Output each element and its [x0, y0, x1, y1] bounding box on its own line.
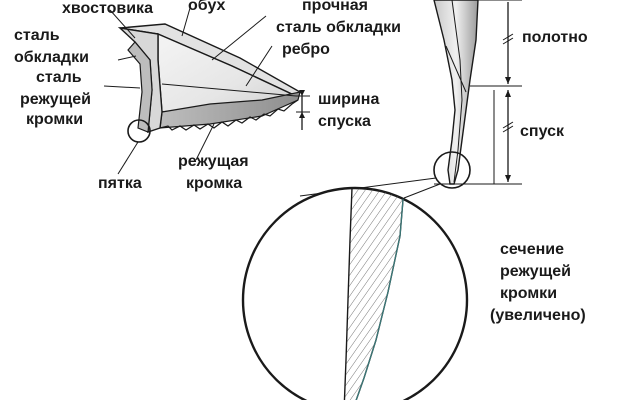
label-bevel: спуск: [520, 123, 565, 140]
label-heel: пятка: [98, 175, 142, 192]
label-spine: обух: [188, 0, 226, 14]
label-section-2: режущей: [500, 263, 571, 280]
magnified-section: [241, 186, 469, 400]
label-strong-2: сталь обкладки: [276, 19, 401, 36]
label-cutting-edge-1: режущая: [178, 153, 249, 170]
label-section-4: (увеличено): [490, 307, 586, 324]
label-section-1: сечение: [500, 241, 564, 258]
label-strong-1: прочная: [302, 0, 368, 14]
label-edge-steel-1: сталь: [36, 69, 82, 86]
label-clad-steel-1: сталь: [14, 27, 60, 44]
label-tang-steel: хвостовика: [62, 0, 153, 17]
label-bevel-width-2: спуска: [318, 113, 371, 130]
leader-lines-left: [103, 7, 273, 175]
label-rib: ребро: [282, 41, 330, 58]
label-cutting-edge-2: кромка: [186, 175, 242, 192]
blade-perspective: [117, 23, 310, 143]
label-edge-steel-2: режущей: [20, 91, 91, 108]
label-bevel-width-1: ширина: [318, 91, 379, 108]
label-edge-steel-3: кромки: [26, 111, 83, 128]
blade-cutting-edge: [159, 99, 299, 131]
edge-tip-circle: [433, 151, 471, 189]
label-section-3: кромки: [500, 285, 557, 302]
heel-circle: [127, 119, 151, 143]
blade-rib-line: [161, 83, 297, 97]
label-blade-body: полотно: [522, 29, 588, 46]
blade-cross-section-profile: [299, 0, 522, 199]
label-clad-steel-2: обкладки: [14, 49, 89, 66]
blade-tang-slab: [127, 41, 153, 133]
